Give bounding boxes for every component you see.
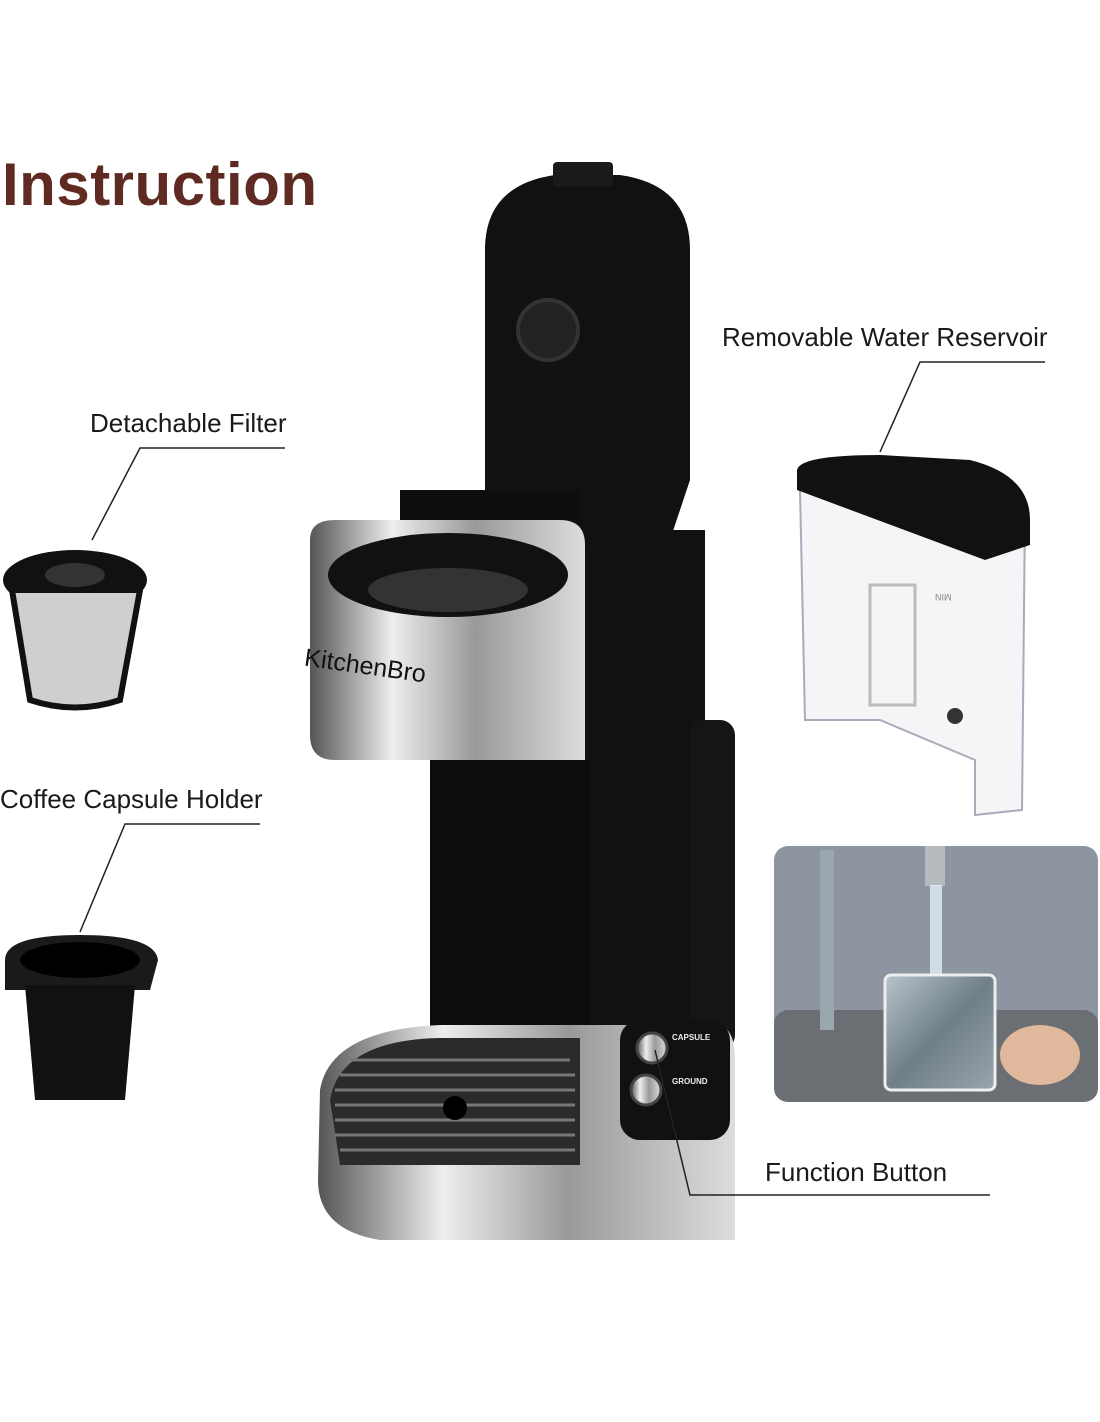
capsule-holder: [5, 935, 158, 1100]
coffee-maker: [310, 162, 735, 1240]
page-title: Instruction: [2, 151, 318, 218]
capsule-button-label: CAPSULE: [672, 1033, 711, 1042]
capsule-button: [635, 1031, 669, 1065]
detachable-filter: [3, 550, 147, 711]
ground-button: [629, 1073, 663, 1107]
label-coffee-capsule-holder: Coffee Capsule Holder: [0, 784, 263, 814]
ground-button-label: GROUND: [672, 1077, 708, 1086]
water-reservoir: [797, 455, 1030, 817]
leader-lines: [79, 361, 1045, 1196]
water-filling-photo: [774, 846, 1098, 1102]
label-function-button: Function Button: [765, 1157, 948, 1187]
label-removable-water-reservoir: Removable Water Reservoir: [722, 322, 1048, 352]
label-detachable-filter: Detachable Filter: [90, 408, 287, 438]
min-mark: MIN: [935, 592, 952, 602]
